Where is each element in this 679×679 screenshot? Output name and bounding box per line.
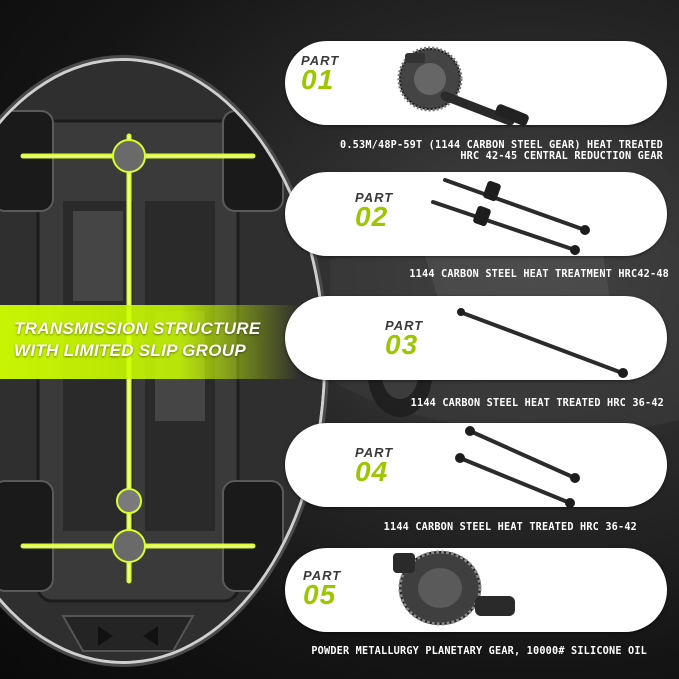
banner-title: TRANSMISSION STRUCTURE WITH LIMITED SLIP… xyxy=(14,318,314,362)
title-banner xyxy=(0,305,300,379)
part-word: PART xyxy=(301,53,340,68)
part-01-label: PART 01 xyxy=(301,53,339,94)
caption-line-1: 1144 CARBON STEEL HEAT TREATED HRC 36-42 xyxy=(383,522,637,533)
part-word: PART xyxy=(303,568,342,583)
center-driveshaft-image xyxy=(457,308,628,378)
caption-line-1: 0.53M/48P-59T (1144 CARBON STEEL GEAR) H… xyxy=(339,140,663,151)
part-word: PART xyxy=(385,318,424,333)
part-word: PART xyxy=(355,445,394,460)
caption-line-1: 1144 CARBON STEEL HEAT TREATED HRC 36-42 xyxy=(410,398,664,409)
driveshafts-image xyxy=(431,178,590,255)
part-04-card: PART 04 xyxy=(285,423,667,507)
part-number: 03 xyxy=(385,329,419,360)
part-02-card: PART 02 xyxy=(285,172,667,256)
caption-line-1: 1144 CARBON STEEL HEAT TREATMENT HRC42-4… xyxy=(409,269,669,280)
banner-line-1: TRANSMISSION STRUCTURE xyxy=(14,319,261,338)
part-04-label: PART 04 xyxy=(355,445,393,486)
part-number: 04 xyxy=(355,456,389,487)
caption-line-2: HRC 42-45 CENTRAL REDUCTION GEAR xyxy=(460,151,663,162)
differential-image xyxy=(393,550,515,626)
part-05-label: PART 05 xyxy=(303,568,341,609)
part-number: 01 xyxy=(301,64,335,95)
part-02-caption: 1144 CARBON STEEL HEAT TREATMENT HRC42-4… xyxy=(409,269,669,280)
dogbone-shafts-image xyxy=(455,426,580,507)
part-number: 02 xyxy=(355,201,389,232)
caption-line-1: POWDER METALLURGY PLANETARY GEAR, 10000#… xyxy=(311,646,647,657)
central-reduction-gear-image xyxy=(397,46,529,125)
part-05-caption: POWDER METALLURGY PLANETARY GEAR, 10000#… xyxy=(311,646,647,657)
part-03-card: PART 03 xyxy=(285,296,667,380)
part-05-card: PART 05 xyxy=(285,548,667,632)
part-02-label: PART 02 xyxy=(355,190,393,231)
banner-line-2: WITH LIMITED SLIP GROUP xyxy=(14,341,246,360)
part-03-label: PART 03 xyxy=(385,318,423,359)
part-01-card: PART 01 xyxy=(285,41,667,125)
part-word: PART xyxy=(355,190,394,205)
part-number: 05 xyxy=(303,579,337,610)
part-03-caption: 1144 CARBON STEEL HEAT TREATED HRC 36-42 xyxy=(411,398,664,409)
part-01-caption: 0.53M/48P-59T (1144 CARBON STEEL GEAR) H… xyxy=(340,140,663,162)
part-04-caption: 1144 CARBON STEEL HEAT TREATED HRC 36-42 xyxy=(384,522,637,533)
